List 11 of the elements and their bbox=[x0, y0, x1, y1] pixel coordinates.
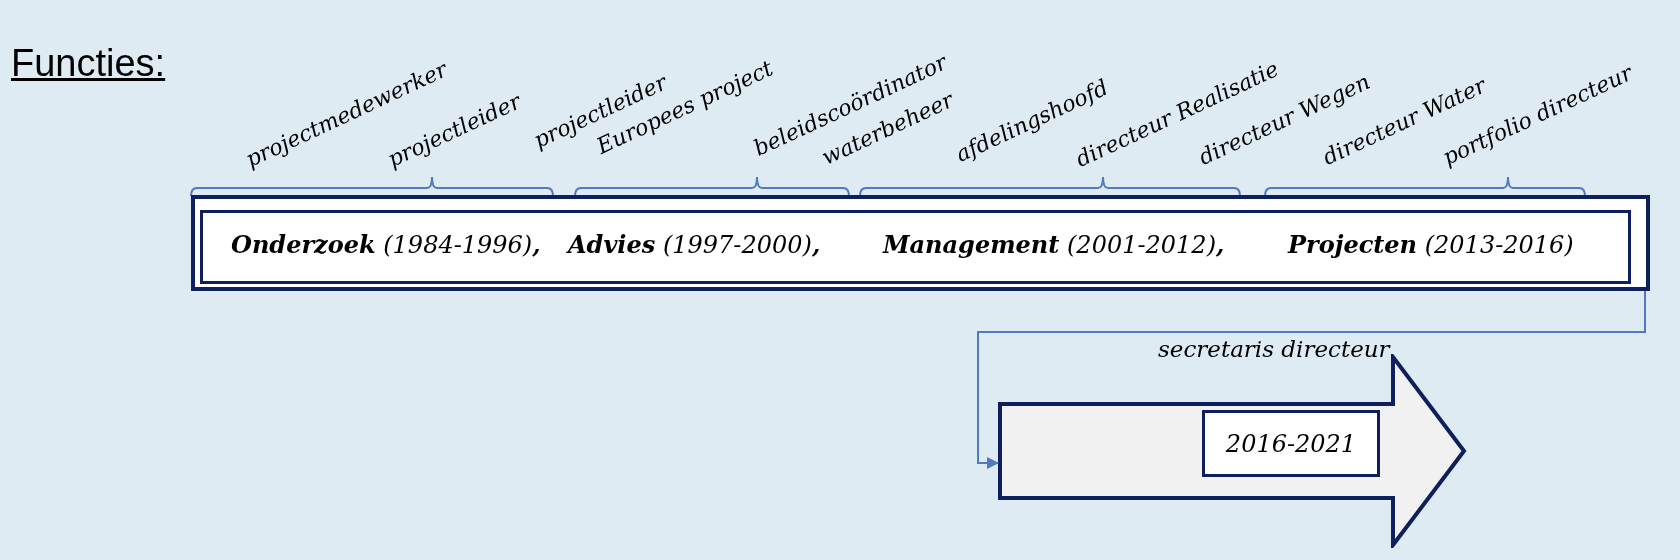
period-text: Projecten (2013-2016) bbox=[1288, 229, 1574, 261]
connector-arrow bbox=[977, 290, 1646, 469]
title: Functies: bbox=[11, 44, 166, 82]
period-box bbox=[1202, 410, 1380, 477]
period-text: 2016-2021 bbox=[1225, 428, 1357, 460]
role-label: secretaris directeur bbox=[1158, 335, 1390, 364]
period-text: Onderzoek (1984-1996), bbox=[231, 229, 541, 261]
period-text: Management (2001-2012), bbox=[883, 229, 1225, 261]
period-box bbox=[200, 210, 1631, 284]
period-text: Advies (1997-2000), bbox=[568, 229, 821, 261]
outer-frame bbox=[191, 195, 1650, 291]
